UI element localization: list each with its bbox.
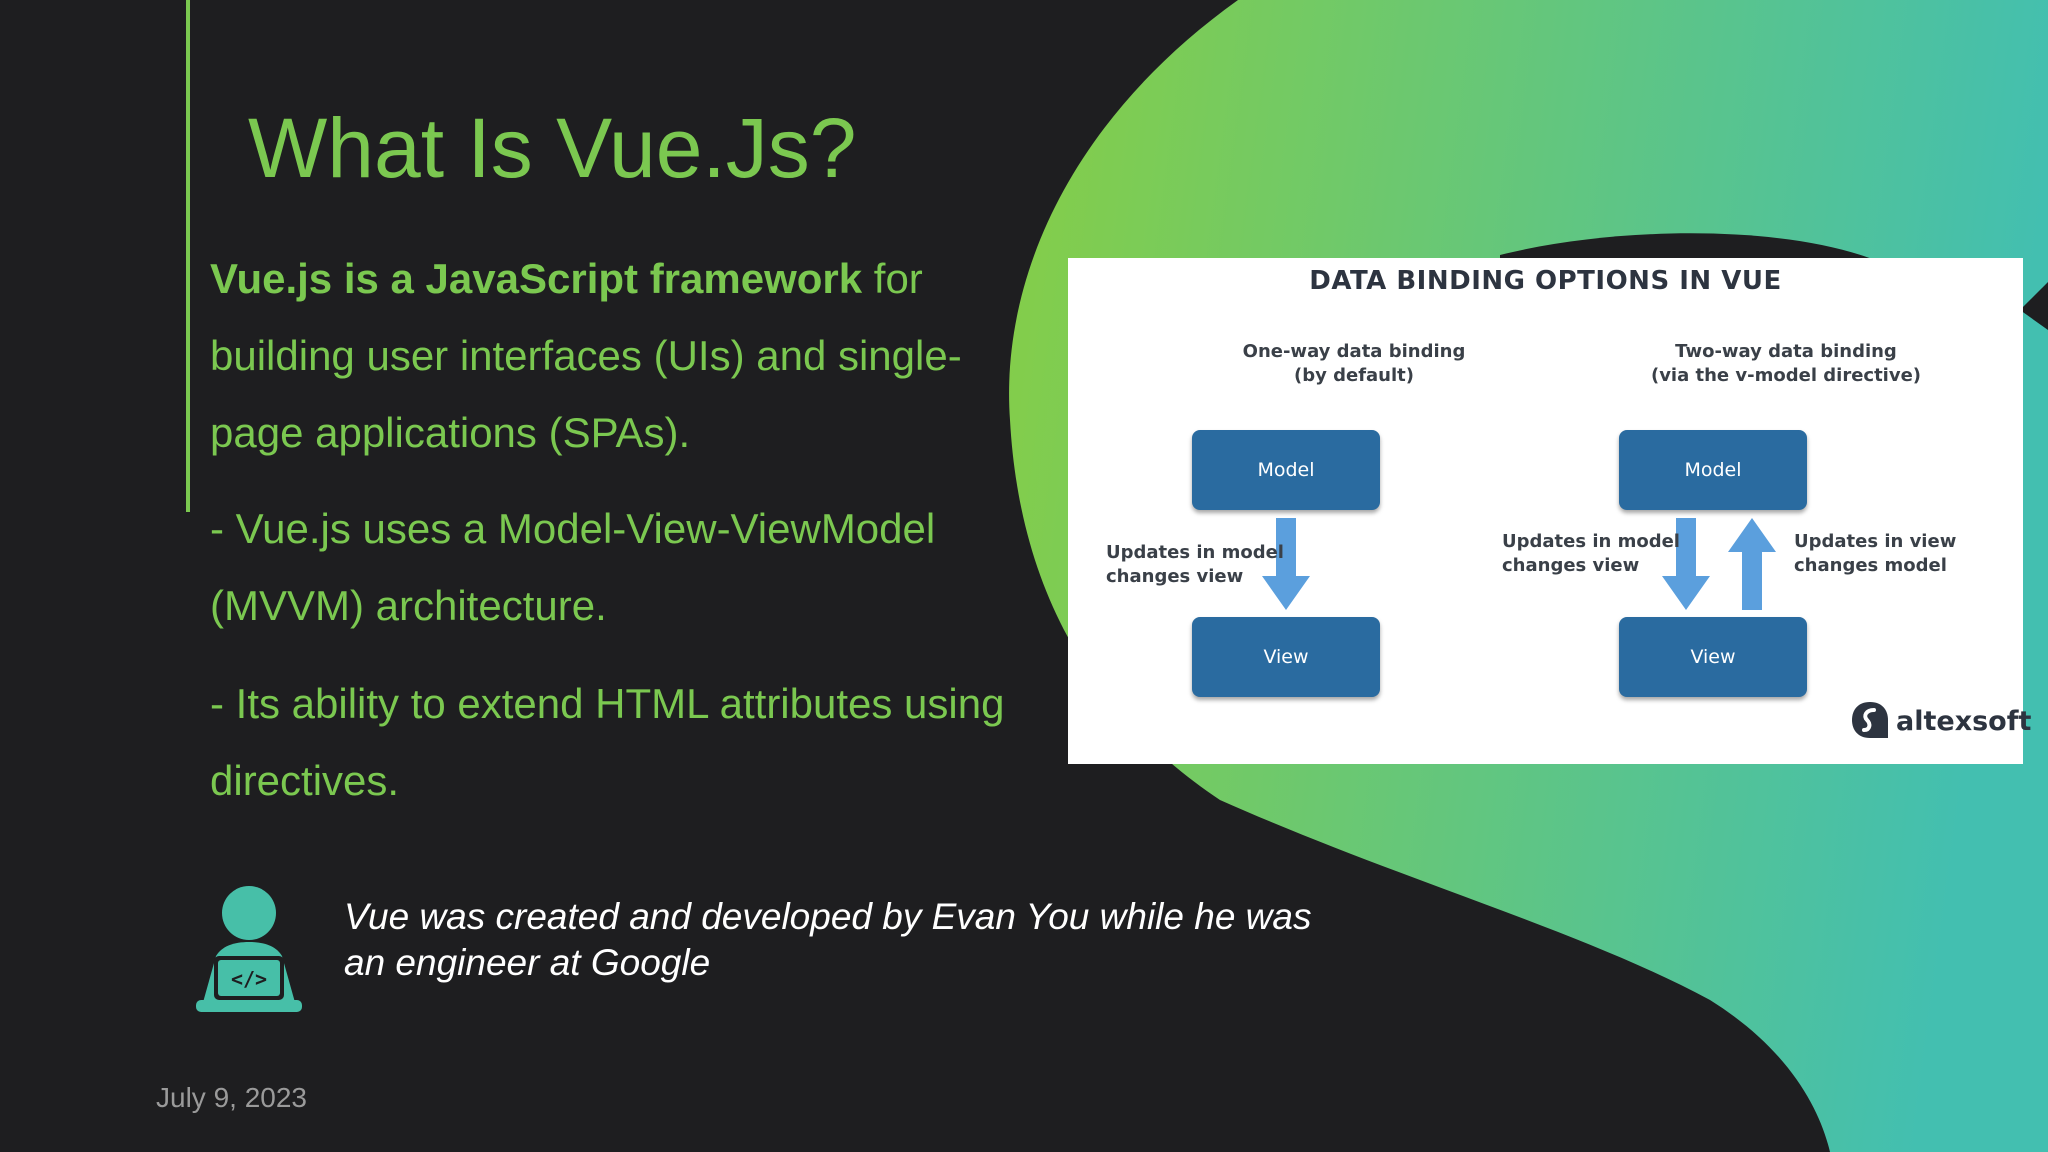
arrow-up-icon — [1728, 518, 1776, 610]
two-way-model-box: Model — [1619, 430, 1807, 510]
altexsoft-logo-text: altexsoft — [1896, 706, 2032, 737]
directives-paragraph: - Its ability to extend HTML attributes … — [210, 680, 1005, 804]
data-binding-diagram: DATA BINDING OPTIONS IN VUE One-way data… — [1068, 258, 2031, 764]
two-way-subtitle-line1: Two-way data binding — [1675, 341, 1897, 362]
two-way-note-left-line1: Updates in model — [1502, 531, 1680, 552]
two-way-subtitle: Two-way data binding (via the v-model di… — [1626, 340, 1946, 388]
altexsoft-logo-icon — [1852, 702, 1888, 738]
altexsoft-logo: altexsoft — [1850, 698, 2031, 748]
two-way-note-right-line1: Updates in view — [1794, 531, 1957, 552]
one-way-model-box: Model — [1192, 430, 1380, 510]
two-way-note-left: Updates in model changes view — [1502, 530, 1680, 578]
two-way-view-box: View — [1619, 617, 1807, 697]
accent-line — [186, 0, 190, 512]
developer-laptop-icon: </> — [196, 886, 302, 1012]
one-way-view-box: View — [1192, 617, 1380, 697]
intro-bold-text: Vue.js is a JavaScript framework — [210, 255, 863, 302]
arrow-down-icon — [1662, 518, 1710, 610]
one-way-subtitle: One-way data binding (by default) — [1194, 340, 1514, 388]
one-way-subtitle-line1: One-way data binding — [1242, 341, 1466, 362]
two-way-note-left-line2: changes view — [1502, 555, 1640, 576]
two-way-subtitle-line2: (via the v-model directive) — [1650, 365, 1922, 386]
intro-paragraph: Vue.js is a JavaScript framework for bui… — [210, 240, 1010, 471]
svg-text:</>: </> — [231, 967, 267, 991]
slide-title: What Is Vue.Js? — [248, 101, 857, 195]
two-way-note-right: Updates in view changes model — [1794, 530, 1956, 578]
mvvm-paragraph: - Vue.js uses a Model-View-ViewModel (MV… — [210, 505, 936, 629]
creator-quote: Vue was created and developed by Evan Yo… — [344, 896, 1312, 983]
two-way-note-right-line2: changes model — [1794, 555, 1947, 576]
diagram-title: DATA BINDING OPTIONS IN VUE — [1309, 266, 1782, 296]
slide-date: July 9, 2023 — [156, 1082, 307, 1113]
arrow-down-icon — [1262, 518, 1310, 610]
one-way-note-line1: Updates in model — [1106, 542, 1284, 563]
one-way-note-line2: changes view — [1106, 566, 1244, 587]
one-way-subtitle-line2: (by default) — [1294, 365, 1414, 386]
intro-rest-text: for building user interfaces (UIs) and s… — [210, 255, 962, 456]
one-way-note: Updates in model changes view — [1106, 541, 1284, 589]
